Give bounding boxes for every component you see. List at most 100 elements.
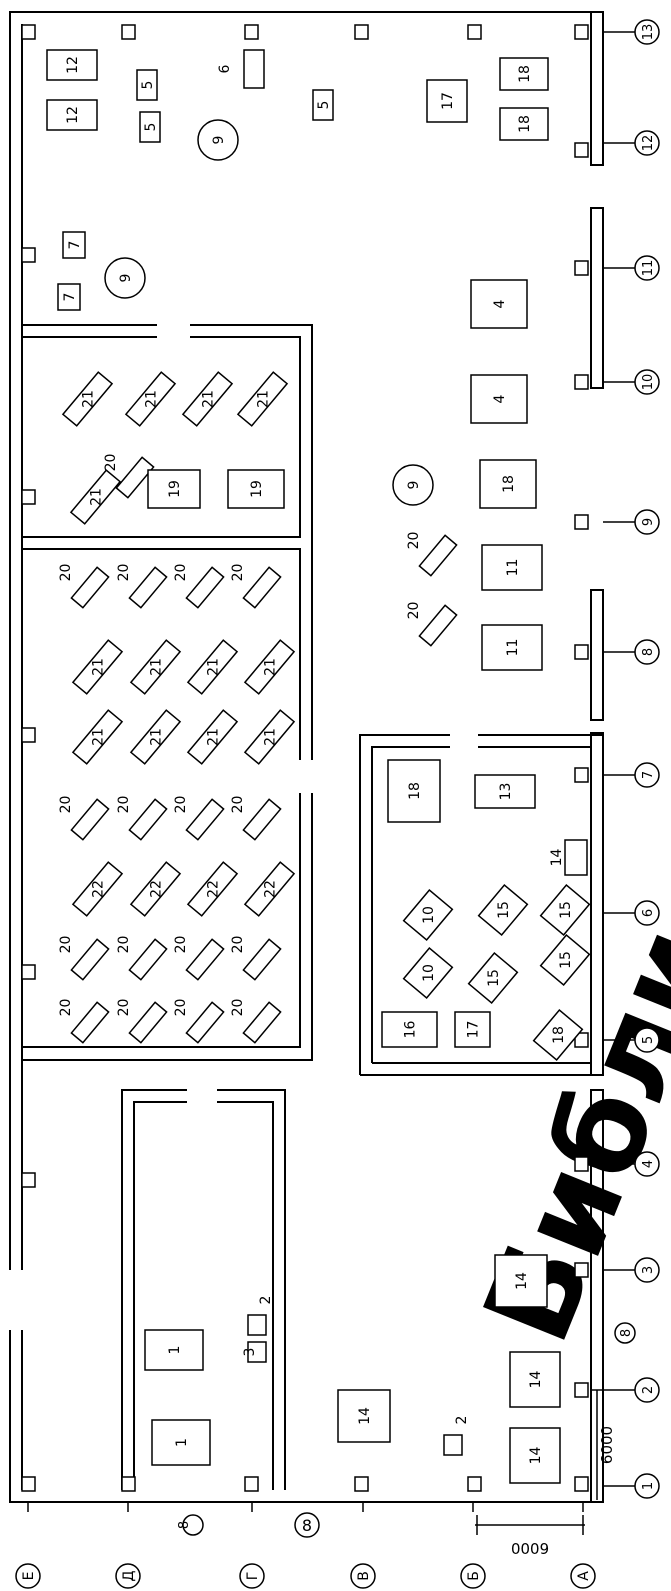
equipment-label: 22 (149, 880, 165, 898)
column-axis-bubble: 10 (634, 369, 660, 395)
equipment-item: 1 (151, 1419, 211, 1466)
equipment-item: 14 (549, 839, 588, 876)
equipment-item: 2 (247, 1296, 274, 1336)
equipment-label: 11 (505, 559, 521, 577)
equipment-item: 21 (69, 469, 122, 525)
dimension-row: 6000 (475, 1515, 585, 1557)
equipment-label: 20 (116, 564, 132, 582)
equipment-item: 7 (57, 283, 81, 311)
column-marker (574, 1382, 589, 1398)
equipment-label: 12 (65, 56, 81, 74)
equipment-item: 5 (136, 69, 158, 101)
equipment-item: 21 (61, 371, 114, 427)
column-marker (244, 24, 259, 40)
equipment-item: 18 (499, 107, 549, 141)
column-axis-bubble: 1 (634, 1473, 660, 1499)
svg-text:10: 10 (641, 374, 656, 391)
equipment-label: 6 (217, 64, 233, 73)
equipment-item: 4 (470, 279, 528, 329)
equipment-item: 14 (494, 1254, 548, 1308)
equipment-label: 20 (230, 796, 246, 814)
svg-text:2: 2 (641, 1386, 656, 1394)
equipment-label: 2 (454, 1416, 470, 1425)
equipment-label: 9 (211, 136, 227, 145)
equipment-item: 15 (539, 933, 591, 987)
column-marker (574, 1476, 589, 1492)
equipment-item: 17 (426, 79, 468, 123)
equipment-label: 19 (167, 480, 183, 498)
bay-mark: 8 (294, 1512, 320, 1538)
svg-text:1: 1 (641, 1482, 656, 1490)
svg-text:А: А (576, 1571, 592, 1581)
equipment-item: 22 (186, 861, 239, 917)
equipment-label: 14 (549, 849, 565, 867)
svg-text:13: 13 (641, 24, 656, 41)
equipment-label: 11 (505, 639, 521, 657)
equipment-item: 15 (539, 883, 591, 937)
equipment-item: 9 (197, 119, 239, 161)
equipment-item: 11 (481, 544, 543, 591)
equipment-label: 21 (206, 658, 222, 676)
svg-text:8: 8 (302, 1516, 312, 1535)
svg-text:3: 3 (641, 1266, 656, 1274)
equipment-label: 20 (406, 532, 422, 550)
equipment-label: 21 (81, 390, 97, 408)
equipment-label: 20 (103, 454, 119, 472)
equipment-item: 22 (129, 861, 182, 917)
equipment-label: 4 (492, 299, 508, 308)
equipment-label: 20 (116, 999, 132, 1017)
equipment-item: 18 (479, 459, 537, 509)
row-axis-bubble: Е (15, 1563, 41, 1589)
equipment-label: 21 (91, 728, 107, 746)
svg-text:Д: Д (121, 1570, 137, 1581)
column-axis-bubble: 6 (634, 900, 660, 926)
equipment-label: 21 (206, 728, 222, 746)
equipment-label: 21 (144, 390, 160, 408)
svg-text:В: В (356, 1571, 372, 1581)
column-marker (467, 24, 482, 40)
equipment-item: 21 (124, 371, 177, 427)
equipment-item: 2 (443, 1416, 470, 1456)
equipment-label: 14 (357, 1407, 373, 1425)
equipment-item: 20 (230, 999, 282, 1044)
equipment-item: 21 (186, 709, 239, 765)
equipment-item: 20 (173, 796, 225, 841)
svg-text:Е: Е (21, 1572, 37, 1581)
equipment-label: 20 (230, 999, 246, 1017)
column-marker (574, 260, 589, 276)
equipment-label: 12 (65, 106, 81, 124)
equipment-item: 11 (481, 624, 543, 671)
equipment-label: 4 (492, 394, 508, 403)
equipment-label: 2 (258, 1296, 274, 1305)
equipment-label: 14 (528, 1447, 544, 1465)
equipment-label: 20 (116, 936, 132, 954)
equipment-label: 7 (67, 241, 83, 250)
equipment-label: 18 (517, 115, 533, 133)
equipment-item: 18 (499, 57, 549, 91)
columns (21, 24, 589, 1492)
equipment-item: 18 (532, 1008, 584, 1062)
column-marker (21, 489, 36, 505)
column-marker (21, 727, 36, 743)
row-axis-bubble: Г (239, 1563, 265, 1589)
equipment-item: 20 (58, 999, 110, 1044)
equipment-item: 10 (402, 946, 454, 1000)
svg-text:Г: Г (245, 1572, 261, 1581)
column-axis-bubble: 13 (634, 19, 660, 45)
equipment-label: 20 (58, 936, 74, 954)
column-marker (21, 247, 36, 263)
equipment-label: 21 (91, 658, 107, 676)
column-axis-bubble: 2 (634, 1377, 660, 1403)
equipment-item: 7 (62, 231, 86, 259)
equipment-item: 22 (243, 861, 296, 917)
equipment-label: 21 (149, 728, 165, 746)
column-axis-bubble: 9 (634, 509, 660, 535)
equipment-item: 19 (147, 469, 201, 509)
equipment-label: 20 (58, 999, 74, 1017)
column-marker (21, 964, 36, 980)
equipment-item: 20 (103, 454, 155, 499)
equipment-item: 14 (337, 1389, 391, 1443)
equipment-item: 6 (217, 49, 265, 89)
equipment-label: 18 (501, 475, 517, 493)
column-marker (574, 1032, 589, 1048)
